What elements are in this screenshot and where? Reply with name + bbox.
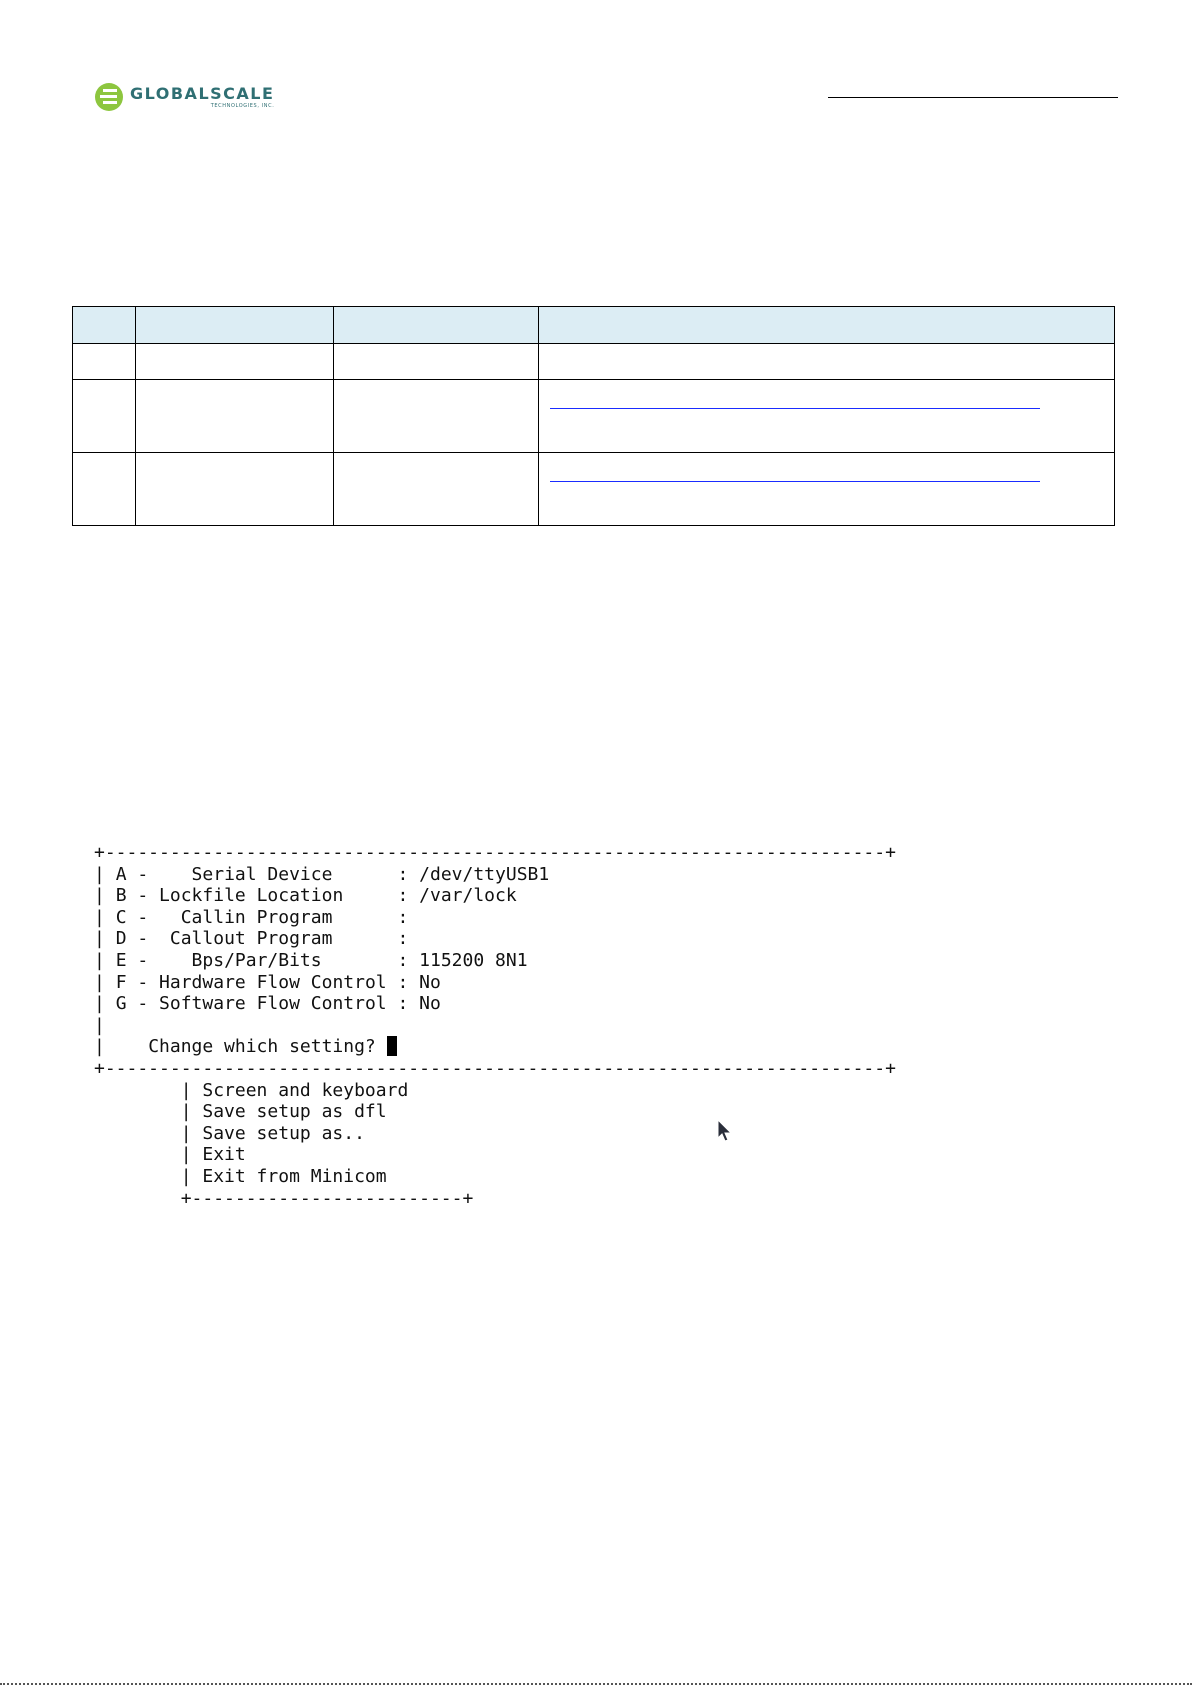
menu-label: Bps/Par/Bits [159,949,398,971]
menu-item-callin-program[interactable]: | C - Callin Program : [94,906,420,928]
table-cell [135,452,334,526]
menu-label: Callin Program [159,906,398,928]
table-header-cell [333,306,539,344]
table-cell [72,379,136,453]
table-cell [135,343,334,380]
minicom-serial-setup-screenshot: +---------------------------------------… [94,842,896,1209]
menu-item-lockfile-location[interactable]: | B - Lockfile Location : /var/lock [94,885,517,907]
table-cell [538,452,1115,526]
menu-key: C [115,906,127,928]
table-cell [538,343,1115,380]
table-header-cell [538,306,1115,344]
table-cell [72,452,136,526]
text-cursor [386,1036,397,1057]
menu-value: No [419,971,441,993]
table-cell [135,379,334,453]
terminal-prompt-line[interactable]: | Change which setting? [94,1036,896,1058]
globalscale-logo-icon [95,83,123,111]
header-rule [828,97,1118,98]
revision-table [72,306,1115,526]
table-cell [333,379,539,453]
menu-item-bps-par-bits[interactable]: | E - Bps/Par/Bits : 115200 8N1 [94,949,528,971]
table-header-cell [135,306,334,344]
submenu-item-exit-minicom[interactable]: | Exit from Minicom [94,1165,387,1187]
submenu-label: Save setup as dfl [202,1101,387,1123]
menu-value: 115200 8N1 [419,949,528,971]
submenu-label: Save setup as.. [202,1122,365,1144]
table-row [72,452,1115,526]
table-row [72,343,1115,380]
menu-key: B [115,885,127,907]
menu-value: /dev/ttyUSB1 [419,863,550,885]
logo-subtext: TECHNOLOGIES, INC. [210,102,275,109]
menu-key: D [115,928,127,950]
menu-value: /var/lock [419,885,517,907]
submenu-item-screen-keyboard[interactable]: | Screen and keyboard [94,1079,409,1101]
terminal-box-top: +---------------------------------------… [94,842,896,863]
table-cell [333,452,539,526]
menu-item-callout-program[interactable]: | D - Callout Program : [94,928,420,950]
table-cell [72,343,136,380]
table-row [72,379,1115,453]
menu-key: E [115,949,127,971]
mouse-pointer-icon [717,1118,733,1147]
submenu-item-exit[interactable]: | Exit [94,1144,246,1166]
menu-key: A [115,863,127,885]
setting-prompt: Change which setting? [148,1036,376,1058]
table-header-row [72,306,1115,344]
menu-item-serial-device[interactable]: | A - Serial Device : /dev/ttyUSB1 [94,863,550,885]
company-logo: GLOBALSCALE TECHNOLOGIES, INC. [94,79,274,115]
menu-item-software-flow-control[interactable]: | G - Software Flow Control : No [94,993,441,1015]
logo-wordmark: GLOBALSCALE [130,83,275,103]
hyperlink-underline[interactable] [550,481,1040,482]
menu-label: Hardware Flow Control [159,971,398,993]
menu-key: F [115,971,127,993]
menu-label: Lockfile Location [159,885,398,907]
menu-item-hardware-flow-control[interactable]: | F - Hardware Flow Control : No [94,971,441,993]
menu-label: Software Flow Control [159,993,398,1015]
terminal-blank-line: | [94,1014,105,1036]
submenu-label: Exit [202,1144,246,1166]
terminal-box-bottom: +---------------------------------------… [94,1057,896,1079]
submenu-item-save-as[interactable]: | Save setup as.. [94,1122,365,1144]
menu-label: Callout Program [159,928,398,950]
table-cell [538,379,1115,453]
table-header-cell [72,306,136,344]
menu-key: G [115,993,127,1015]
submenu-label: Screen and keyboard [202,1079,409,1101]
submenu-label: Exit from Minicom [202,1165,387,1187]
page-bottom-border [0,1683,1192,1685]
submenu-box-bottom: +-------------------------+ [180,1187,474,1209]
submenu-item-save-dfl[interactable]: | Save setup as dfl [94,1101,387,1123]
menu-value: No [419,993,441,1015]
table-cell [333,343,539,380]
menu-label: Serial Device [159,863,398,885]
hyperlink-underline[interactable] [550,408,1040,409]
